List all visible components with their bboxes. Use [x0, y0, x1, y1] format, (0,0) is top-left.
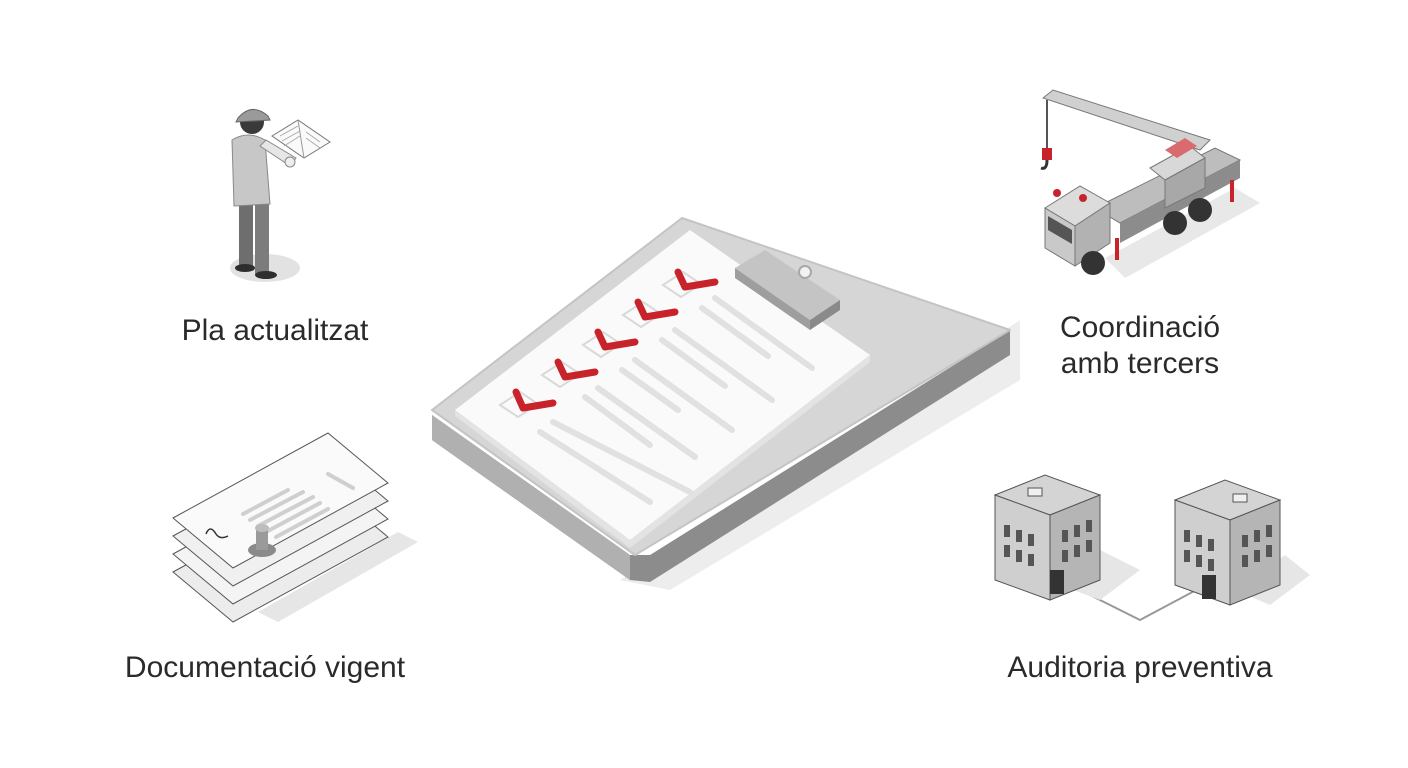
label-coordinacio-line1: Coordinació	[1059, 311, 1221, 344]
label-documentacio-vigent: Documentació vigent	[124, 651, 406, 684]
crane-truck-icon	[1040, 89, 1260, 278]
checklist-clipboard-icon	[431, 217, 1020, 590]
worker-reading-plan-icon	[230, 109, 331, 282]
connected-buildings-icon	[993, 474, 1310, 622]
label-auditoria-preventiva: Auditoria preventiva	[1007, 651, 1273, 684]
label-pla-actualitzat: Pla actualitzat	[181, 314, 369, 347]
label-coordinacio-line2: amb tercers	[1060, 347, 1220, 380]
stamped-documents-icon	[172, 432, 418, 623]
